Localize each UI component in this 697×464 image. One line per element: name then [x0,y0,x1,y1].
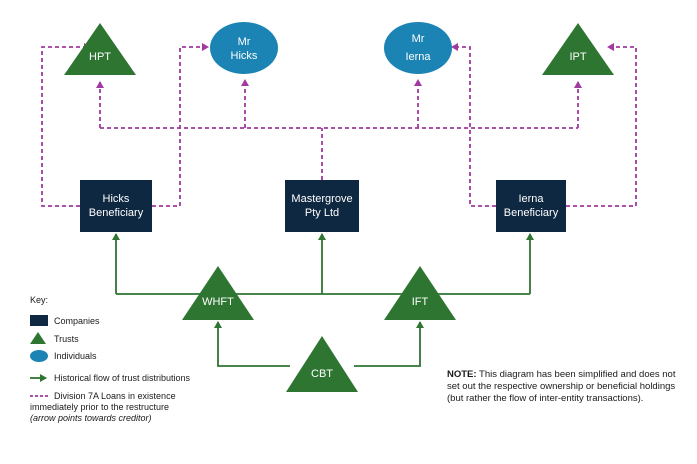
legend-individuals: Individuals [54,351,97,361]
loan-line-ierna-ben-to-mr-ierna [451,43,496,207]
legend-historical: Historical flow of trust distributions [54,373,191,383]
note-text: This diagram has been simplified and doe… [447,369,676,404]
hpt-label: HPT [89,51,111,63]
node-hicks-beneficiary: Hicks Beneficiary [80,180,152,232]
ierna-ben-line2: Beneficiary [504,207,559,219]
legend-div7a-line3: (arrow points towards creditor) [30,413,152,423]
loan-line-hicks-ben-to-hpt [41,43,91,207]
node-ierna-beneficiary: Ierna Beneficiary [496,180,566,232]
note-bold: NOTE: [447,369,477,380]
trust-triangle [384,266,456,320]
legend-trusts: Trusts [54,334,79,344]
flow-line-cbt-to-whft [214,321,290,367]
cbt-label: CBT [311,368,333,380]
mr-ierna-line2: Ierna [405,51,431,63]
node-mr-hicks: Mr Hicks [210,22,278,74]
company-box [496,180,566,232]
whft-label: WHFT [202,296,234,308]
company-box [80,180,152,232]
mastergrove-line1: Mastergrove [291,193,352,205]
hicks-ben-line2: Beneficiary [89,207,144,219]
loan-line-ierna-ben-to-ipt [566,43,637,207]
node-hpt: HPT [64,23,136,75]
diagram-note: NOTE: This diagram has been simplified a… [447,369,679,405]
node-ift: IFT [384,266,456,320]
legend-trust-swatch [30,332,46,344]
mr-ierna-line1: Mr [412,33,425,45]
trust-triangle [542,23,614,75]
individual-ellipse [384,22,452,74]
node-mr-ierna: Mr Ierna [384,22,452,74]
node-cbt: CBT [286,336,358,392]
node-mastergrove: Mastergrove Pty Ltd [285,180,359,232]
legend-individual-swatch [30,350,48,362]
mr-hicks-line1: Mr [238,36,251,48]
loan-line-hicks-ben-to-mr-hicks [152,43,209,207]
trust-triangle [286,336,358,392]
ierna-ben-line1: Ierna [518,193,544,205]
legend: Key: Companies Trusts Individuals Histor… [30,295,191,423]
mr-hicks-line2: Hicks [231,50,258,62]
mastergrove-line2: Pty Ltd [305,207,339,219]
node-ipt: IPT [542,23,614,75]
legend-companies: Companies [54,316,100,326]
loan-lines [41,43,637,207]
trust-triangle [64,23,136,75]
company-box [285,180,359,232]
individual-ellipse [210,22,278,74]
legend-div7a-line1: Division 7A Loans in existence [54,391,176,401]
ipt-label: IPT [569,51,586,63]
flow-lines [112,233,534,367]
hicks-ben-line1: Hicks [103,193,130,205]
legend-company-swatch [30,315,48,326]
legend-title: Key: [30,295,48,305]
flow-line-cbt-to-ift [354,321,424,367]
trust-triangle [182,266,254,320]
node-whft: WHFT [182,266,254,320]
legend-div7a-line2: immediately prior to the restructure [30,402,169,412]
ift-label: IFT [412,296,429,308]
